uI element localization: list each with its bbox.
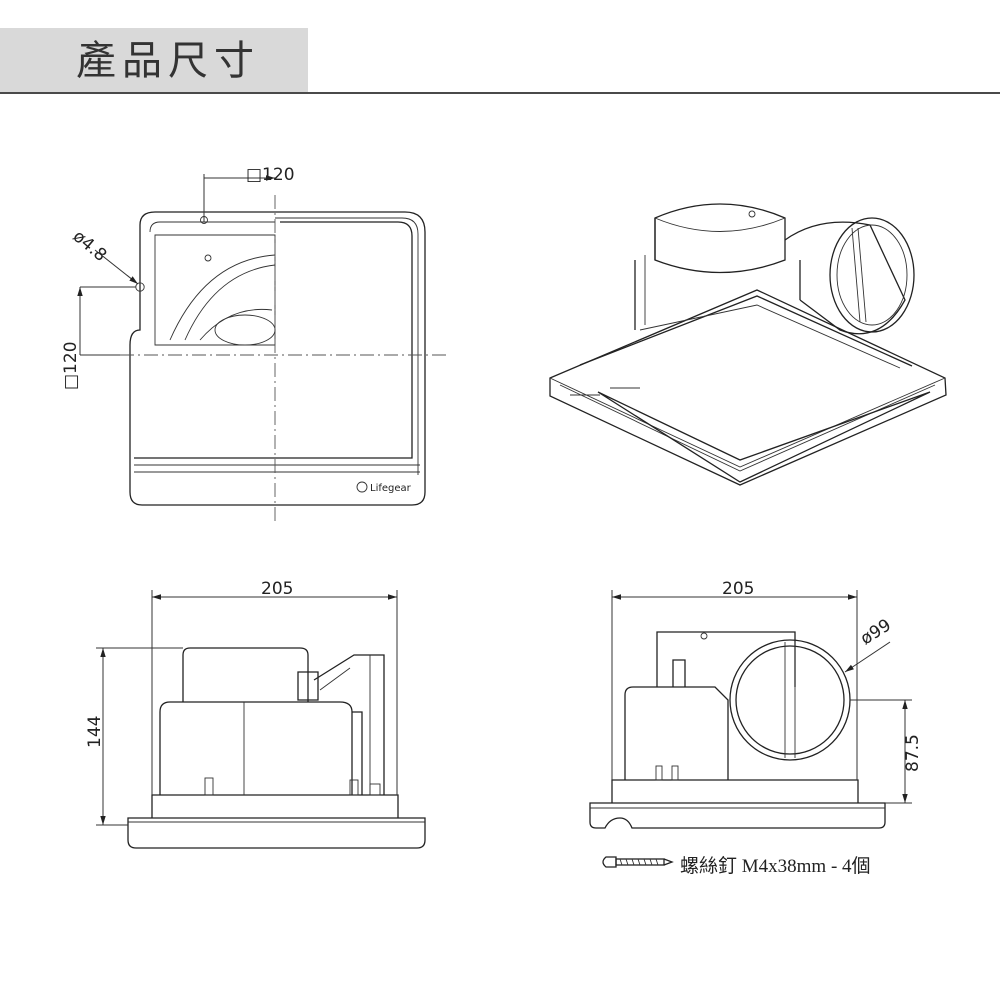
front-width-dim: 205 xyxy=(722,579,754,599)
side-height-dim: 144 xyxy=(85,716,105,748)
front-view: 205 ø99 87.5 xyxy=(589,579,923,829)
header-bar xyxy=(0,28,308,94)
front-height-dim: 87.5 xyxy=(903,734,923,772)
page-title: 產品尺寸 xyxy=(76,38,260,84)
side-view: 205 144 xyxy=(85,579,426,849)
iso-view xyxy=(549,203,947,486)
duct-dim: ø99 xyxy=(857,615,895,649)
brand-label: Lifegear xyxy=(370,483,412,494)
screw-label: 螺絲釘 M4x38mm - 4個 xyxy=(680,856,871,877)
top-width-dim: □120 xyxy=(246,165,295,185)
top-view: Lifegear □120 □120 ø4.8 xyxy=(61,165,450,525)
header-rule xyxy=(0,92,1000,94)
top-height-dim: □120 xyxy=(61,341,81,390)
side-width-dim: 205 xyxy=(261,579,293,599)
hole-dim: ø4.8 xyxy=(69,227,111,266)
screw-icon xyxy=(602,856,674,868)
